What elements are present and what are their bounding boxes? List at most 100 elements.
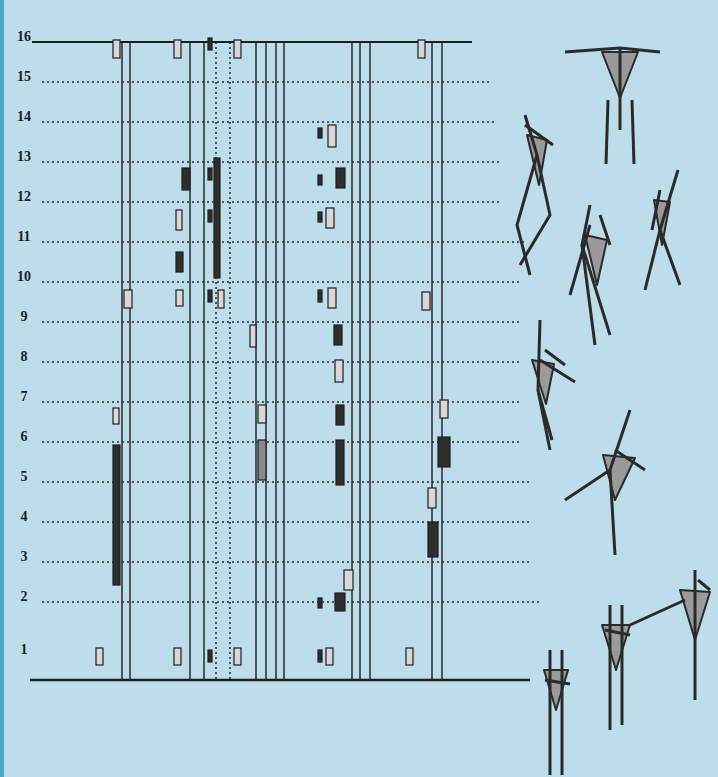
movement-symbol [250,325,256,347]
limb [570,225,590,295]
staff-line [359,42,360,680]
stick-figure [645,170,680,290]
row-line [42,361,520,363]
staff-line [255,42,256,680]
row-number: 5 [20,469,29,484]
movement-symbol [418,40,425,58]
row-number: 12 [16,189,32,204]
staff-line [441,42,442,680]
stick-figure [602,605,630,730]
movement-symbol [328,125,336,147]
movement-symbol [318,175,322,185]
limb [517,155,537,275]
stick-figure [544,650,570,775]
movement-symbol [176,252,183,272]
movement-symbol [113,445,120,585]
limb [694,570,697,700]
limb [606,100,608,164]
movement-symbol [176,210,182,230]
movement-symbol [113,40,120,58]
staff-line [275,42,276,680]
torso [585,235,607,285]
row-line [42,601,540,603]
staff [30,38,540,680]
movement-symbol [234,40,241,58]
movement-symbol [336,405,344,425]
movement-symbol [174,40,181,58]
movement-symbol [422,292,430,310]
movement-symbol [335,360,343,382]
stick-figure [517,115,553,275]
movement-symbol [318,128,322,138]
movement-symbol [428,522,438,557]
staff-line [265,42,266,680]
movement-symbol [208,650,212,662]
staff-line [431,42,432,680]
movement-symbol [218,290,224,308]
limb [632,100,634,164]
movement-symbol [113,408,119,424]
staff-line [369,42,370,680]
limb [615,450,645,470]
staff-line [203,42,204,680]
row-line [42,321,520,323]
limb [565,470,610,500]
movement-symbol [208,290,212,302]
row-number: 16 [16,29,32,44]
torso [602,625,630,670]
row-number: 7 [20,389,29,404]
movement-symbol [234,648,241,665]
movement-symbol [214,158,220,278]
torso [544,670,568,710]
limb [660,230,680,285]
movement-symbol [258,405,266,423]
limb [582,245,610,335]
limb [610,410,630,470]
row-number: 9 [20,309,29,324]
top-line [30,41,472,43]
edge-band [0,0,4,777]
row-number: 10 [16,269,32,284]
movement-symbol [176,290,183,306]
movement-symbol [336,440,344,485]
limb [540,360,575,382]
row-number: 3 [20,549,29,564]
limb [600,215,610,245]
row-number: 14 [16,109,32,124]
row-number: 8 [20,349,29,364]
limb [609,605,612,730]
movement-symbol [174,648,181,665]
movement-symbol [326,648,333,665]
limb [545,350,565,365]
stick-figure [570,205,610,345]
movement-symbol [258,440,266,480]
row-number: 2 [20,589,29,604]
row-line [42,121,495,123]
stick-figure [630,570,710,700]
staff-line [283,42,284,680]
movement-symbol [96,648,103,665]
limb [525,125,553,145]
movement-symbol [208,168,212,180]
row-number: 11 [16,229,31,244]
movement-symbol [335,593,345,611]
movement-symbol [406,648,413,665]
staff-line [129,42,130,680]
movement-symbol [344,570,353,590]
movement-symbol [182,168,190,190]
bottom-line [30,679,530,682]
movement-symbol [440,400,448,418]
limb [621,605,624,725]
limb [610,470,615,555]
staff-line [189,42,190,680]
row-number: 4 [20,509,29,524]
row-number: 1 [20,642,29,657]
stick-figure [565,410,645,555]
limb [630,600,685,625]
limb [605,630,630,635]
row-number: 13 [16,149,32,164]
movement-symbol [438,437,450,467]
limb [660,170,678,230]
